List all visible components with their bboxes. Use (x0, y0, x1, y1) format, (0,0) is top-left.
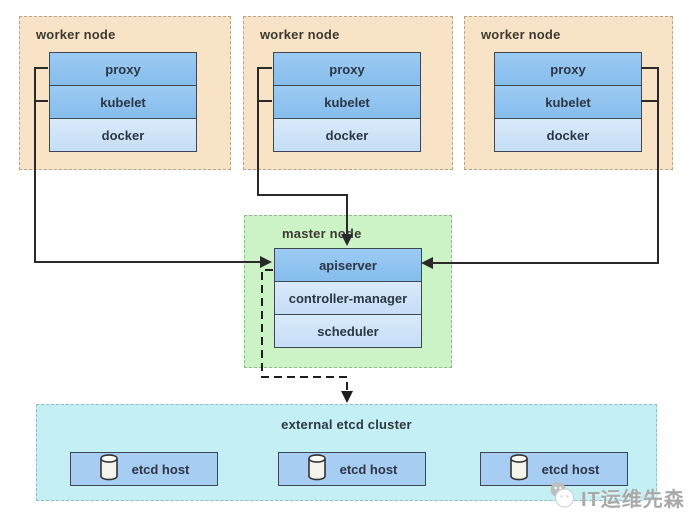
etcd-host-3: etcd host (480, 452, 628, 486)
etcd-cluster-title: external etcd cluster (281, 417, 412, 432)
watermark: IT运维先森 (548, 480, 685, 515)
component-proxy: proxy (494, 52, 642, 86)
wechat-icon (548, 480, 578, 515)
component-controller-manager: controller-manager (274, 281, 422, 315)
worker-node-3-title: worker node (481, 27, 561, 42)
worker-node-3: worker node proxy kubelet docker (464, 16, 673, 170)
component-kubelet: kubelet (494, 85, 642, 119)
worker-node-2: worker node proxy kubelet docker (243, 16, 453, 170)
etcd-host-label: etcd host (131, 461, 190, 477)
component-kubelet: kubelet (49, 85, 197, 119)
master-node-title: master node (282, 226, 362, 241)
etcd-host-label: etcd host (541, 461, 600, 477)
worker-node-2-components: proxy kubelet docker (273, 52, 421, 152)
component-scheduler: scheduler (274, 314, 422, 348)
component-proxy: proxy (49, 52, 197, 86)
component-docker: docker (273, 118, 421, 152)
database-cylinder-icon (509, 454, 529, 484)
etcd-host-1: etcd host (70, 452, 218, 486)
watermark-text: IT运维先森 (581, 489, 685, 511)
master-node-components: apiserver controller-manager scheduler (274, 248, 422, 348)
worker-node-3-components: proxy kubelet docker (494, 52, 642, 152)
etcd-cluster: external etcd cluster etcd host etcd hos… (36, 404, 657, 501)
database-cylinder-icon (307, 454, 327, 484)
component-docker: docker (49, 118, 197, 152)
master-node: master node apiserver controller-manager… (244, 215, 452, 368)
arrow-into-etcd-cluster (341, 391, 353, 403)
component-proxy: proxy (273, 52, 421, 86)
etcd-host-label: etcd host (339, 461, 398, 477)
component-apiserver: apiserver (274, 248, 422, 282)
worker-node-1-title: worker node (36, 27, 116, 42)
component-kubelet: kubelet (273, 85, 421, 119)
component-docker: docker (494, 118, 642, 152)
database-cylinder-icon (99, 454, 119, 484)
worker-node-1-components: proxy kubelet docker (49, 52, 197, 152)
worker-node-2-title: worker node (260, 27, 340, 42)
worker-node-1: worker node proxy kubelet docker (19, 16, 231, 170)
etcd-host-2: etcd host (278, 452, 426, 486)
